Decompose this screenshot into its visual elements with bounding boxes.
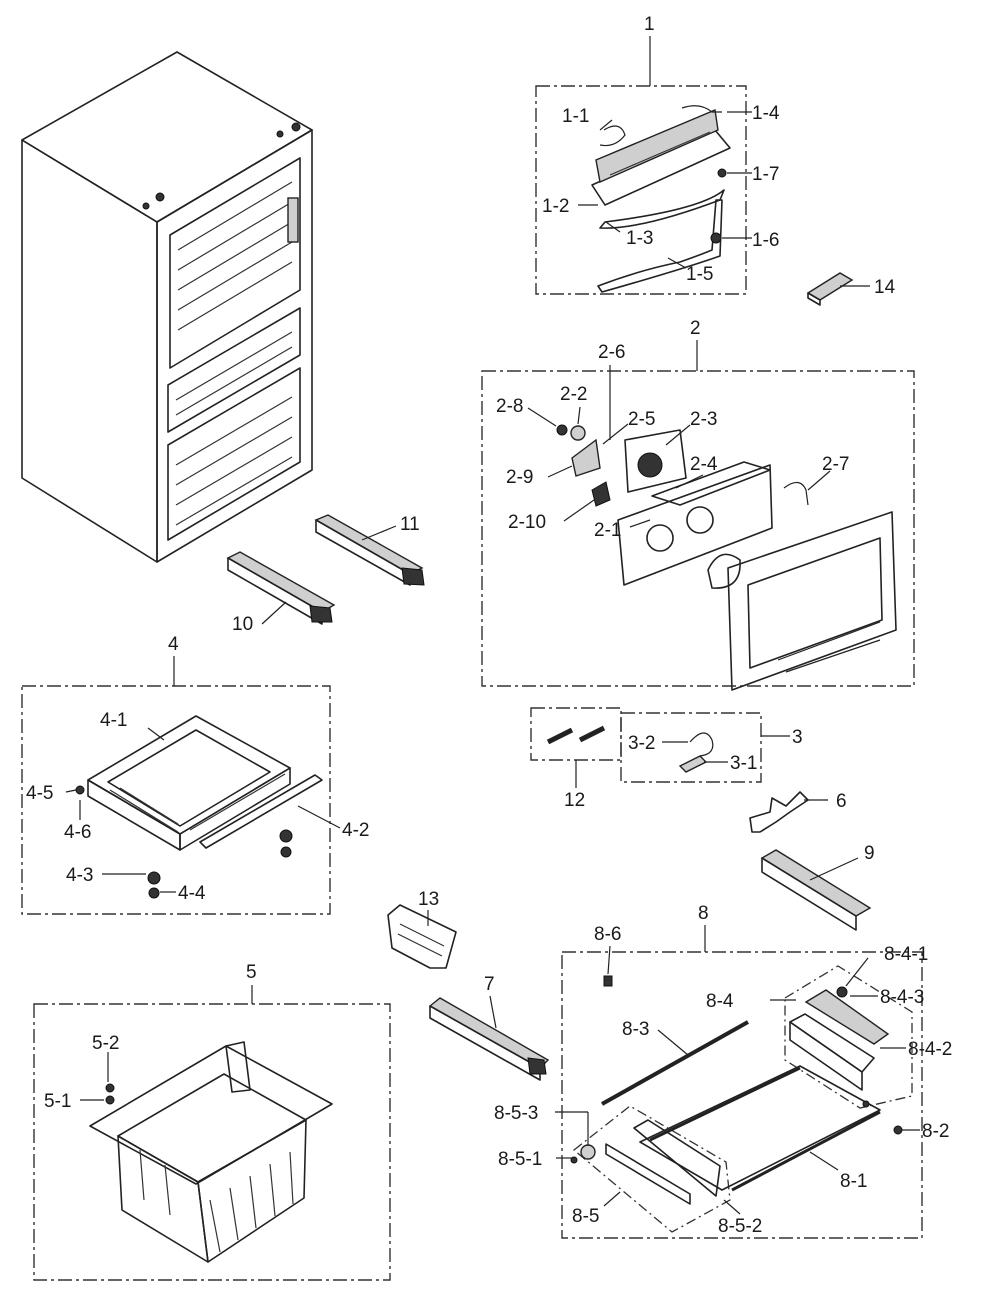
group-3-box	[620, 712, 762, 783]
label-8-6: 8-6	[594, 924, 621, 945]
label-8-3: 8-3	[622, 1019, 649, 1040]
label-1-5: 1-5	[686, 264, 713, 285]
group-2-parts	[556, 424, 897, 691]
group-4-box	[21, 685, 331, 915]
label-2-5: 2-5	[628, 409, 655, 430]
label-8-5-2: 8-5-2	[718, 1216, 762, 1237]
label-9: 9	[864, 843, 875, 864]
label-2-4: 2-4	[690, 454, 718, 475]
refrigerator-cabinet	[21, 51, 313, 563]
group-1-parts	[591, 105, 731, 293]
label-1: 1	[644, 14, 655, 35]
label-11: 11	[400, 514, 420, 535]
label-1-2: 1-2	[542, 196, 569, 217]
label-8-4-2: 8-4-2	[908, 1039, 952, 1060]
group-1-box	[535, 85, 747, 295]
group-8-box	[561, 951, 923, 1239]
label-8-4: 8-4	[706, 991, 734, 1012]
label-3-1: 3-1	[730, 753, 757, 774]
label-1-7: 1-7	[752, 164, 779, 185]
label-1-4: 1-4	[752, 103, 780, 124]
rail-11-shape	[314, 514, 425, 586]
label-2-1: 2-1	[594, 520, 621, 541]
group-5-box	[33, 1003, 391, 1281]
label-4-4: 4-4	[178, 883, 206, 904]
label-2-2: 2-2	[560, 384, 587, 405]
label-10: 10	[232, 614, 253, 635]
label-8-4-3: 8-4-3	[880, 987, 924, 1008]
label-2-8: 2-8	[496, 396, 523, 417]
rail-10-shape	[226, 551, 336, 625]
group-8-5-box	[572, 1105, 731, 1233]
group-12-box	[530, 707, 622, 761]
label-8-2: 8-2	[922, 1121, 949, 1142]
group-5-parts	[89, 1041, 333, 1263]
label-4-3: 4-3	[66, 865, 93, 886]
group-8-4-box	[784, 965, 913, 1109]
label-8-4-1: 8-4-1	[884, 944, 928, 965]
label-5-2: 5-2	[92, 1033, 119, 1054]
group-3-parts	[678, 732, 714, 773]
part-6-shape	[749, 791, 809, 833]
label-7: 7	[484, 974, 495, 995]
label-4-6: 4-6	[64, 822, 91, 843]
group-4-parts	[75, 715, 323, 899]
group-8-parts	[570, 975, 903, 1205]
label-2: 2	[690, 318, 701, 339]
label-8-5-3: 8-5-3	[494, 1103, 538, 1124]
label-5-1: 5-1	[44, 1091, 71, 1112]
label-2-9: 2-9	[506, 467, 533, 488]
group-2-box	[481, 370, 915, 687]
label-1-3: 1-3	[626, 228, 653, 249]
label-6: 6	[836, 791, 847, 812]
label-12: 12	[564, 790, 585, 811]
label-4-1: 4-1	[100, 710, 127, 731]
part-13-shape	[387, 904, 457, 969]
label-3: 3	[792, 727, 803, 748]
part-9-shape	[760, 849, 872, 931]
label-1-6: 1-6	[752, 230, 779, 251]
label-8-5: 8-5	[572, 1206, 599, 1227]
label-4-5: 4-5	[26, 783, 53, 804]
label-13: 13	[418, 889, 439, 910]
group-12-parts	[546, 725, 606, 745]
label-2-7: 2-7	[822, 454, 849, 475]
label-8-5-1: 8-5-1	[498, 1149, 542, 1170]
label-1-1: 1-1	[562, 106, 589, 127]
part-7-shape	[428, 997, 550, 1081]
label-14: 14	[874, 277, 896, 298]
label-2-3: 2-3	[690, 409, 717, 430]
part-14-shape	[806, 272, 854, 306]
label-5: 5	[246, 962, 257, 983]
label-3-2: 3-2	[628, 733, 655, 754]
label-8: 8	[698, 903, 709, 924]
callout-labels: 1 1-1 1-2 1-3 1-4 1-5 1-6 1-7 14 2 2-6 2…	[26, 14, 952, 1237]
label-4-2: 4-2	[342, 820, 369, 841]
label-2-6: 2-6	[598, 342, 625, 363]
label-2-10: 2-10	[508, 512, 546, 533]
label-8-1: 8-1	[840, 1171, 867, 1192]
label-4: 4	[168, 634, 179, 655]
